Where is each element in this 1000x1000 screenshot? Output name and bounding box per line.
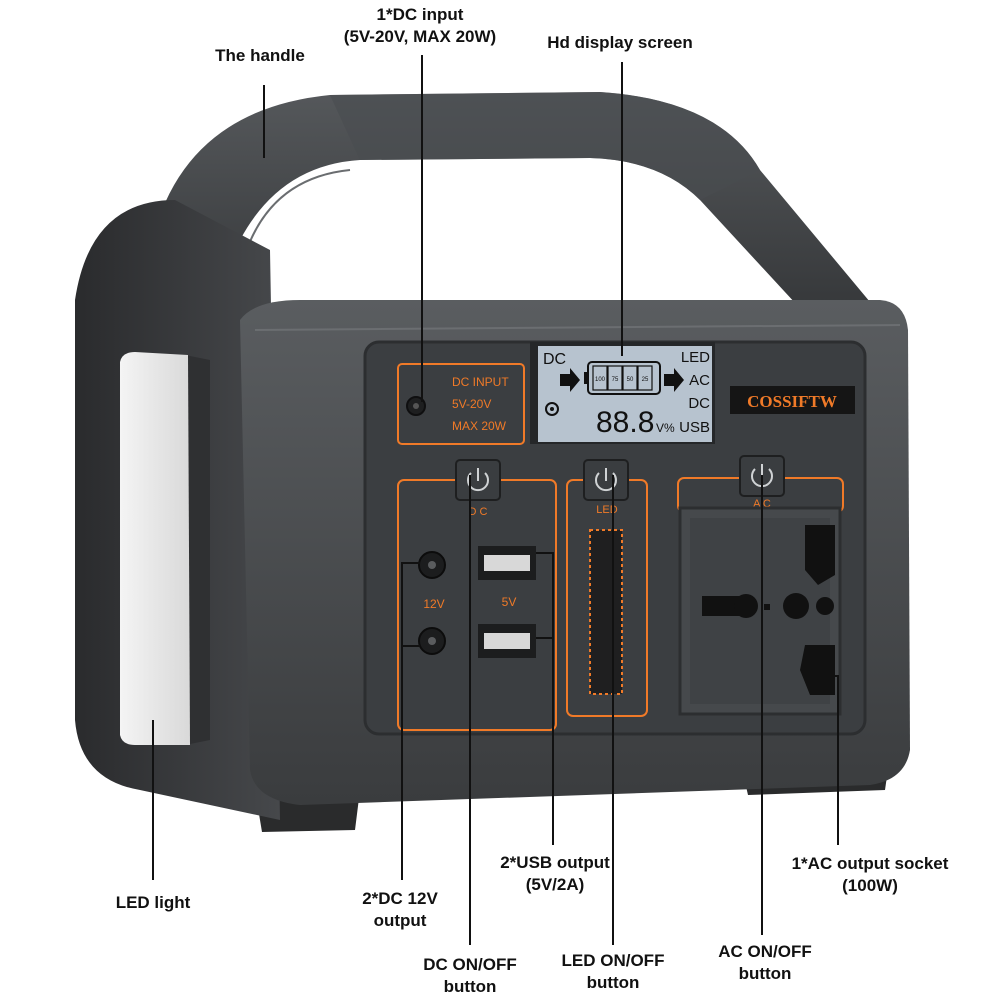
screen-dc2-label: DC <box>688 395 710 412</box>
usb-leader <box>536 552 554 845</box>
dc-input-callout: 1*DC input (5V-20V, MAX 20W) <box>330 4 510 48</box>
usb-callout-line-1: 2*USB output <box>500 853 610 872</box>
dc-port-label: 12V <box>423 597 444 611</box>
led-power-icon <box>595 472 617 492</box>
dc-input-callout-line-1: 1*DC input <box>376 5 464 24</box>
ac-section: A C <box>677 455 844 716</box>
dc-input-line-3: MAX 20W <box>452 419 507 433</box>
dc-12v-callout-line-2: output <box>373 911 427 930</box>
handle <box>150 92 885 330</box>
ac-button-callout-line-1: AC ON/OFF <box>718 942 812 961</box>
handle-callout-text: The handle <box>215 46 305 65</box>
screen-arrow-right-icon <box>664 368 684 392</box>
usb-callout-line-2: (5V/2A) <box>525 875 585 894</box>
display-callout: Hd display screen <box>525 32 715 54</box>
battery-seg-75: 75 <box>612 377 619 383</box>
ac-button-callout: AC ON/OFF button <box>700 941 830 985</box>
ac-socket-callout: 1*AC output socket (100W) <box>770 853 970 897</box>
usb-callout: 2*USB output (5V/2A) <box>475 852 635 896</box>
brand-badge: COSSIFTW <box>730 386 855 414</box>
screen-led-label: LED <box>681 349 710 366</box>
dc-input-line-2: 5V-20V <box>452 397 491 411</box>
battery-seg-100: 100 <box>595 377 606 383</box>
screen-ac-label: AC <box>689 372 710 389</box>
dc-button-callout: DC ON/OFF button <box>405 954 535 998</box>
lcd-screen: DC 100 75 50 25 88.8 V% LED AC DC USB <box>530 342 715 444</box>
brand-name: COSSIFTW <box>747 392 837 411</box>
led-button-callout-line-1: LED ON/OFF <box>561 951 665 970</box>
display-callout-text: Hd display screen <box>547 33 693 52</box>
ac-socket-leader <box>822 675 839 845</box>
screen-readout: 88.8 <box>596 406 654 439</box>
dc-button-callout-line-2: button <box>443 977 497 996</box>
led-light-callout: LED light <box>98 892 208 914</box>
screen-arrow-left-icon <box>560 368 580 392</box>
led-section-label: LED <box>596 504 617 516</box>
screen-unit: V% <box>656 421 675 435</box>
callout-lines <box>152 55 839 945</box>
dc-section-label: D C <box>469 506 488 518</box>
dc-12v-leader <box>401 562 420 880</box>
led-strip <box>589 529 623 695</box>
led-button-callout: LED ON/OFF button <box>548 950 678 994</box>
led-button-callout-line-2: button <box>586 973 640 992</box>
usb-port-label: 5V <box>502 595 517 609</box>
ac-socket-callout-line-2: (100W) <box>842 876 898 895</box>
dc-power-icon <box>467 472 489 492</box>
dc-input-panel: DC INPUT 5V-20V MAX 20W <box>397 363 525 445</box>
ac-button-callout-line-2: button <box>738 964 792 983</box>
handle-callout: The handle <box>190 45 330 67</box>
led-light-callout-text: LED light <box>115 893 191 912</box>
dc-input-line-1: DC INPUT <box>452 375 509 389</box>
dc-12v-callout-line-1: 2*DC 12V <box>362 889 438 908</box>
dc-button-callout-line-1: DC ON/OFF <box>423 955 517 974</box>
led-section: LED <box>566 459 648 717</box>
dc-input-callout-line-2: (5V-20V, MAX 20W) <box>343 27 497 46</box>
screen-dot-icon <box>545 402 559 416</box>
screen-dc-label: DC <box>543 351 566 368</box>
ac-socket-callout-line-1: 1*AC output socket <box>791 854 949 873</box>
screen-usb-label: USB <box>679 419 710 436</box>
battery-seg-50: 50 <box>627 377 634 383</box>
led-light-bar <box>120 352 210 745</box>
battery-seg-25: 25 <box>642 377 649 383</box>
dc-section: D C 12V 5V <box>397 459 557 731</box>
dc-12v-callout: 2*DC 12V output <box>340 888 460 932</box>
